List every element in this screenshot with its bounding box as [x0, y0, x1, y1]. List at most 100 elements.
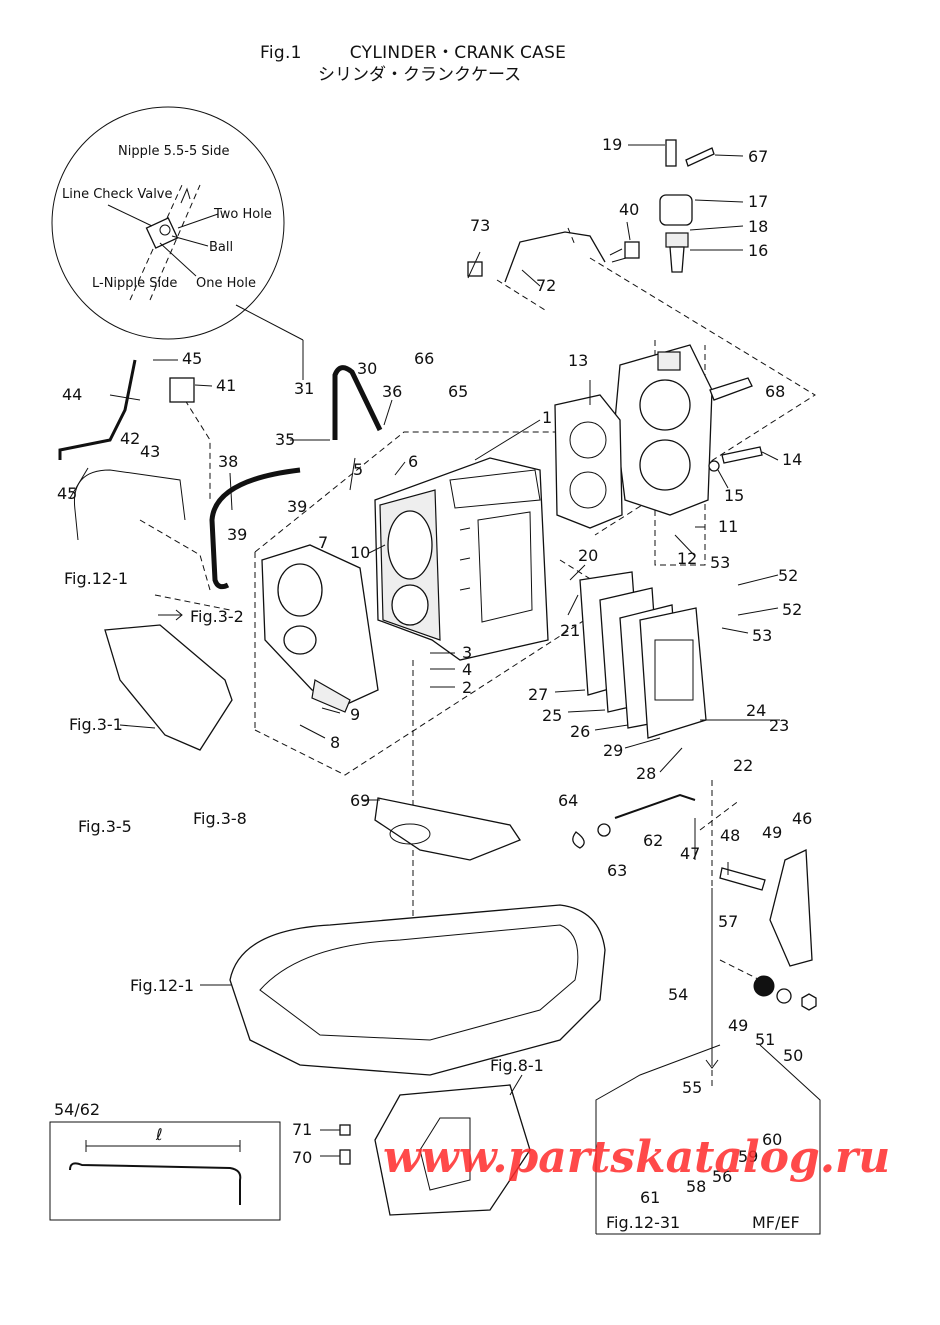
callout: 40	[619, 200, 639, 219]
callout: 49	[762, 823, 782, 842]
callout: 23	[769, 716, 789, 735]
callout: 35	[275, 430, 295, 449]
check-valve-body	[145, 217, 179, 249]
callout: 39	[227, 525, 247, 544]
callout: 14	[782, 450, 802, 469]
nut-50	[801, 993, 817, 1011]
figure-number: Fig.1	[260, 43, 302, 63]
callout: 65	[448, 382, 468, 401]
callout: 43	[140, 442, 160, 461]
variant-label: MF/EF	[752, 1213, 800, 1232]
callout: 57	[718, 912, 738, 931]
callout: 39	[287, 497, 307, 516]
two-hole-label: Two Hole	[213, 207, 272, 222]
callout: 52	[778, 566, 798, 585]
callout: 53	[710, 553, 730, 572]
callout: 1	[542, 408, 552, 427]
hose-30	[332, 365, 383, 440]
head-assembly-outline	[589, 257, 816, 536]
callout: 67	[748, 147, 768, 166]
hose-44	[58, 359, 137, 460]
callout: 52	[782, 600, 802, 619]
bottom-cowling	[229, 904, 606, 1076]
callout: 30	[357, 359, 377, 378]
callout: 46	[792, 809, 812, 828]
line-check-valve-label: Line Check Valve	[62, 187, 173, 202]
callout: 45	[182, 349, 202, 368]
callout: 17	[748, 192, 768, 211]
callout: 72	[536, 276, 556, 295]
callout: 31	[294, 379, 314, 398]
callout: 16	[748, 241, 768, 260]
callout: 55	[682, 1078, 702, 1097]
callout: 45	[57, 484, 77, 503]
cylinder-assembly-outline	[254, 431, 608, 553]
callout: 7	[318, 533, 328, 552]
callout: 41	[216, 376, 236, 395]
head-gasket	[554, 394, 623, 529]
rod-54	[705, 888, 719, 1069]
callout: 11	[718, 517, 738, 536]
ref-fig3-5: Fig.3-5	[78, 817, 132, 836]
thermostat-housing	[609, 139, 715, 273]
leader-lines	[69, 144, 780, 1157]
figure-title-japanese: シリンダ・クランクケース	[318, 65, 522, 85]
ground-wire	[504, 231, 606, 283]
grommet-49	[753, 975, 775, 997]
callout: 73	[470, 216, 490, 235]
callout: 38	[218, 452, 238, 471]
cap-64	[572, 831, 585, 849]
callout: 62	[643, 831, 663, 850]
figure-title-english: CYLINDER・CRANK CASE	[349, 43, 567, 63]
callout: 68	[765, 382, 785, 401]
drive-shaft-housing-fragment	[374, 1084, 531, 1216]
ref-fig12-1-bottom: Fig.12-1	[130, 976, 194, 995]
ref-fig12-31: Fig.12-31	[606, 1213, 680, 1232]
callout: 53	[752, 626, 772, 645]
flow-arrow-icon	[180, 187, 191, 204]
watermark: www.partskatalog.ru	[383, 1132, 890, 1183]
bracket-46	[769, 848, 813, 967]
callout: 69	[350, 791, 370, 810]
callout: 36	[382, 382, 402, 401]
length-symbol: ℓ	[155, 1125, 163, 1144]
callout: 29	[603, 741, 623, 760]
callout: 27	[528, 685, 548, 704]
ref-fig8-1: Fig.8-1	[490, 1056, 544, 1075]
callout: 3	[462, 643, 472, 662]
callout: 58	[686, 1177, 706, 1196]
callout: 2	[462, 678, 472, 697]
cylinder-block	[374, 457, 549, 661]
callout: 10	[350, 543, 370, 562]
hose-38	[209, 467, 301, 590]
exhaust-cover-plates	[579, 571, 707, 739]
length-legend-box	[49, 1121, 281, 1221]
nipple-side-label: Nipple 5.5-5 Side	[118, 144, 229, 159]
callout: 60	[762, 1130, 782, 1149]
cylinder-head	[614, 344, 713, 516]
l-nipple-side-label: L-Nipple Side	[92, 276, 177, 291]
lower-cowling-fragment	[73, 469, 186, 541]
ball-label: Ball	[209, 240, 233, 255]
ref-fig12-1-top: Fig.12-1	[64, 569, 128, 588]
callout: 12	[677, 549, 697, 568]
legend-part-refs: 54/62	[54, 1100, 100, 1119]
inset-circle	[51, 106, 285, 340]
ref-fig3-1: Fig.3-1	[69, 715, 123, 734]
callout: 20	[578, 546, 598, 565]
callout: 48	[720, 826, 740, 845]
callout: 71	[292, 1120, 312, 1139]
ref-fig3-2: Fig.3-2	[190, 607, 244, 626]
callout: 22	[733, 756, 753, 775]
callout: 64	[558, 791, 578, 810]
callout: 24	[746, 701, 766, 720]
figure-title: Fig.1 CYLINDER・CRANK CASE	[260, 38, 566, 63]
callout: 19	[602, 135, 622, 154]
callout-numbers: 1 2 3 4 5 6 7 8 9 10 11 12 13 14 15 16 1…	[57, 135, 812, 1207]
one-hole-label: One Hole	[196, 276, 256, 291]
bracket-41	[169, 377, 195, 403]
rod-profile	[69, 1162, 242, 1205]
callout: 47	[680, 844, 700, 863]
check-ball	[159, 224, 171, 236]
